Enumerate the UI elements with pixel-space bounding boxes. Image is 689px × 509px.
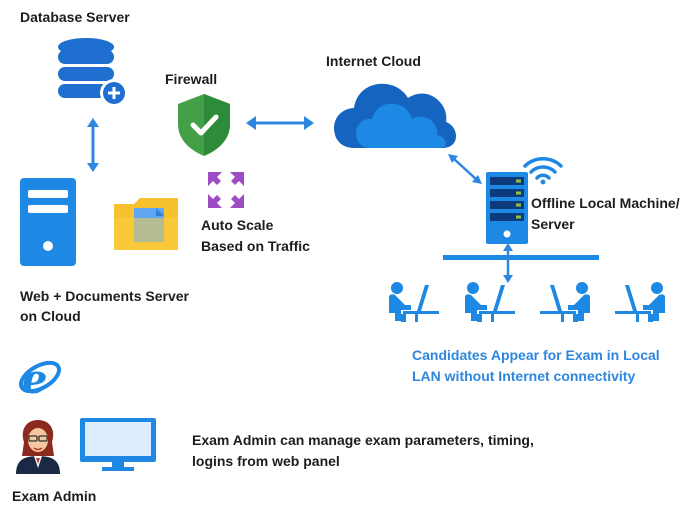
auto-scale-label-line2: Based on Traffic [201, 238, 310, 254]
admin-description-line2: logins from web panel [192, 453, 340, 469]
db-server-arrow [86, 118, 100, 172]
internet-explorer-icon: e [18, 349, 66, 403]
user-at-computer-icon [539, 281, 594, 323]
firewall-label: Firewall [165, 71, 218, 87]
web-server-label-line2: on Cloud [20, 308, 81, 324]
exam-admin-label: Exam Admin [12, 488, 97, 504]
candidates-label-line1: Candidates Appear for Exam in Local [412, 347, 660, 363]
woman-avatar-icon [14, 418, 62, 474]
auto-scale-label-line1: Auto Scale [201, 217, 274, 233]
internet-cloud-label: Internet Cloud [326, 53, 421, 69]
database-server-label: Database Server [20, 9, 130, 25]
rack-server-icon [486, 172, 528, 244]
monitor-icon [80, 418, 156, 472]
firewall-cloud-arrow [246, 115, 314, 131]
cloud-icon [334, 78, 456, 150]
lan-bar [443, 255, 599, 260]
lan-arrow [502, 243, 514, 283]
cloud-local-arrow [448, 154, 482, 184]
wifi-icon [523, 154, 563, 185]
admin-description-line1: Exam Admin can manage exam parameters, t… [192, 432, 534, 448]
svg-text:e: e [22, 356, 47, 403]
offline-server-label: Offline Local Machine/ Server [531, 193, 680, 235]
database-add-icon [56, 37, 132, 111]
web-server-label-line1: Web + Documents Server [20, 288, 189, 304]
offline-server-label-line1: Offline Local Machine/ [531, 195, 680, 211]
user-at-computer-icon [614, 281, 669, 323]
folder-document-icon [112, 196, 180, 252]
expand-arrows-icon [206, 170, 246, 210]
server-tower-icon [20, 178, 76, 266]
candidates-label: Candidates Appear for Exam in Local LAN … [412, 345, 660, 387]
admin-description: Exam Admin can manage exam parameters, t… [192, 430, 534, 472]
shield-check-icon [178, 94, 230, 156]
auto-scale-label: Auto Scale Based on Traffic [201, 215, 310, 257]
candidates-label-line2: LAN without Internet connectivity [412, 368, 636, 384]
offline-server-label-line2: Server [531, 216, 575, 232]
web-server-label: Web + Documents Server on Cloud [20, 286, 189, 326]
user-at-computer-icon [461, 281, 516, 323]
user-at-computer-icon [385, 281, 440, 323]
